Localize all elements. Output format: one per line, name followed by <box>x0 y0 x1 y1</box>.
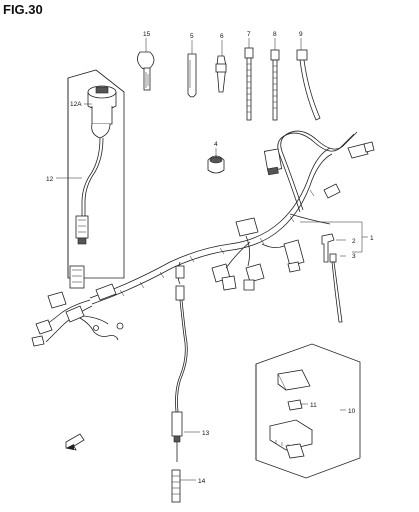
callout-8: 8 <box>273 31 277 38</box>
callout-15: 15 <box>143 31 151 38</box>
callout-2: 2 <box>352 238 356 245</box>
direction-arrow-icon <box>65 433 85 451</box>
part-3-tie <box>329 253 343 323</box>
part-10-relay-box <box>255 343 361 479</box>
callout-labels: 15 5 6 7 8 9 12A 12 4 1 2 3 11 10 13 14 <box>46 31 374 485</box>
callout-14: 14 <box>198 478 206 485</box>
part-6-clamp <box>215 55 227 93</box>
callout-9: 9 <box>299 31 303 38</box>
callout-12a: 12A <box>70 101 82 108</box>
callout-11: 11 <box>310 402 317 409</box>
leader-lines <box>56 38 368 481</box>
figure-title: FIG.30 <box>3 2 43 17</box>
callout-7: 7 <box>247 31 251 38</box>
part-4-clip <box>207 155 225 174</box>
part-8-cable-tie <box>270 49 280 121</box>
callout-3: 3 <box>352 253 356 260</box>
part-5-clamp <box>187 53 197 98</box>
callout-4: 4 <box>214 141 218 148</box>
part-7-cable-tie <box>244 47 254 121</box>
part-9-cable-tie <box>296 49 321 121</box>
callout-1: 1 <box>370 235 374 242</box>
callout-10: 10 <box>348 408 356 415</box>
part-2-bracket <box>321 233 335 263</box>
callout-12: 12 <box>46 176 54 183</box>
part-13-sensor-lead <box>171 299 188 462</box>
callout-6: 6 <box>220 33 224 40</box>
part-15-key <box>137 51 155 91</box>
part-14-clamp <box>171 469 181 503</box>
part-1-wire-harness <box>31 130 375 347</box>
callout-5: 5 <box>190 33 194 40</box>
callout-13: 13 <box>202 430 210 437</box>
part-12-ignition-switch <box>67 69 125 279</box>
